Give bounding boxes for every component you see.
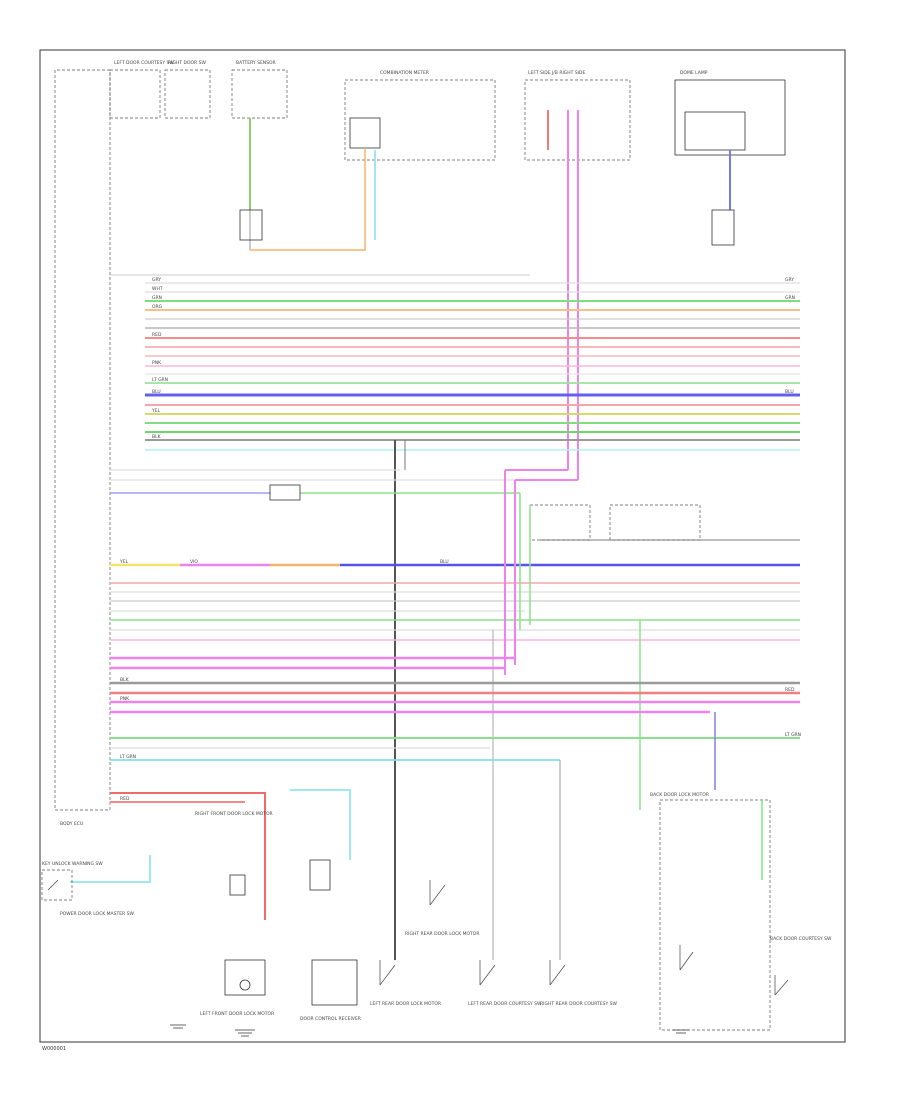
door-sw-box-1 — [529, 504, 591, 541]
footer-code: W000001 — [42, 1046, 66, 1052]
receiver-box — [711, 209, 735, 246]
top-block-3-label: BATTERY SENSOR — [236, 60, 276, 66]
top-vertical-wires — [239, 110, 735, 480]
dome-lamp-body — [684, 111, 746, 151]
wire-code: ORG — [152, 304, 163, 310]
wire-code: GRN — [152, 295, 162, 301]
motor-symbol — [239, 979, 251, 991]
ground-1 — [235, 1029, 255, 1037]
wire-code: RED — [152, 332, 162, 338]
comp-label-9: BACK DOOR LOCK MOTOR — [650, 792, 709, 798]
top-components: LEFT DOOR COURTESY SW RIGHT DOOR SW BATT… — [109, 60, 786, 161]
wire-code: YEL — [119, 559, 129, 565]
top-block-6-label: DOME LAMP — [680, 70, 708, 76]
key-unlock-sw-box — [41, 869, 73, 901]
switch-rr2 — [549, 960, 566, 986]
middle-section — [110, 469, 800, 641]
wire-code: LT GRN — [120, 754, 136, 760]
wire-code: LT GRN — [152, 377, 168, 383]
comp-label-6: RIGHT REAR DOOR LOCK MOTOR — [405, 931, 479, 937]
comp-label-8: RIGHT REAR DOOR COURTESY SW — [540, 1001, 617, 1007]
comp-label-10: BACK DOOR COURTESY SW — [770, 936, 832, 942]
wire-code: VIO — [190, 559, 198, 565]
wire-code: GRY — [152, 277, 161, 283]
top-small-component — [239, 209, 263, 241]
top-block-4 — [344, 79, 496, 161]
small-switch-box-2 — [309, 859, 331, 891]
back-door-box — [659, 799, 771, 1031]
wire-cyan-loop — [290, 789, 351, 860]
wire-red-loop — [110, 792, 266, 920]
wire-cyan-left — [70, 855, 151, 883]
bottom-components — [41, 789, 789, 1037]
small-switch-box — [229, 874, 246, 896]
wire-code: BLK — [152, 434, 162, 440]
comp-label-1: LEFT FRONT DOOR LOCK MOTOR — [200, 1011, 274, 1017]
top-block-1 — [109, 69, 161, 119]
wire-code: PNK — [120, 696, 130, 702]
top-block-5-label: LEFT SIDE J/B RIGHT SIDE — [528, 70, 585, 76]
diagram-frame — [39, 49, 846, 1043]
component-labels: LEFT FRONT DOOR LOCK MOTOR RIGHT FRONT D… — [42, 792, 832, 1022]
left-front-lock-motor-box — [224, 959, 266, 996]
top-block-2-label: RIGHT DOOR SW — [168, 60, 206, 66]
meter-block — [349, 117, 381, 149]
top-block-4-label: COMBINATION METER — [380, 70, 429, 76]
wire-code: RED — [785, 687, 795, 693]
top-block-2 — [164, 69, 211, 119]
comp-label-11: KEY UNLOCK WARNING SW — [42, 861, 103, 867]
ground-3 — [673, 1029, 689, 1034]
middle-verticals — [492, 469, 641, 960]
comp-label-3: DOOR CONTROL RECEIVER — [300, 1016, 361, 1022]
back-door-switch — [679, 945, 694, 971]
top-block-1-label: LEFT DOOR COURTESY SW — [114, 60, 174, 66]
wire-code: YEL — [151, 408, 161, 414]
wire-code: BLK — [120, 677, 130, 683]
key-switch — [47, 879, 59, 891]
comp-label-4: POWER DOOR LOCK MASTER SW — [60, 911, 134, 917]
comp-label-7: LEFT REAR DOOR COURTESY SW — [468, 1001, 542, 1007]
switch-right-rear — [429, 880, 446, 906]
switch-rr — [479, 960, 496, 986]
switch-left-rear — [379, 960, 396, 986]
wire-code: RED — [120, 796, 130, 802]
comp-label-12: BODY ECU — [60, 821, 83, 827]
top-block-3 — [231, 69, 288, 119]
relay-small — [269, 484, 301, 501]
wire-code-labels: GRY WHT GRN ORG RED PNK LT GRN BLU YEL B… — [119, 277, 801, 802]
comp-label-2: RIGHT FRONT DOOR LOCK MOTOR — [195, 811, 273, 817]
receiver-component — [311, 959, 358, 1006]
wire-code: LT GRN — [785, 732, 801, 738]
wire-code: BLU — [152, 389, 161, 395]
back-door-courtesy-switch — [774, 975, 789, 996]
wire-code: PNK — [152, 360, 162, 366]
lower-bus-group — [110, 656, 800, 960]
top-block-6 — [674, 79, 786, 156]
wire-code: WHT — [152, 286, 163, 292]
wire-code: GRN — [785, 295, 795, 301]
wire-code: BLU — [440, 559, 449, 565]
body-ecu-outline — [54, 69, 111, 811]
ground-2 — [170, 1024, 186, 1029]
upper-bus — [110, 274, 800, 451]
wire-code: GRY — [785, 277, 794, 283]
comp-label-5: LEFT REAR DOOR LOCK MOTOR — [370, 1001, 441, 1007]
wire-code: BLU — [785, 389, 794, 395]
wire-orange-loop — [250, 148, 366, 251]
door-sw-box-2 — [609, 504, 701, 541]
